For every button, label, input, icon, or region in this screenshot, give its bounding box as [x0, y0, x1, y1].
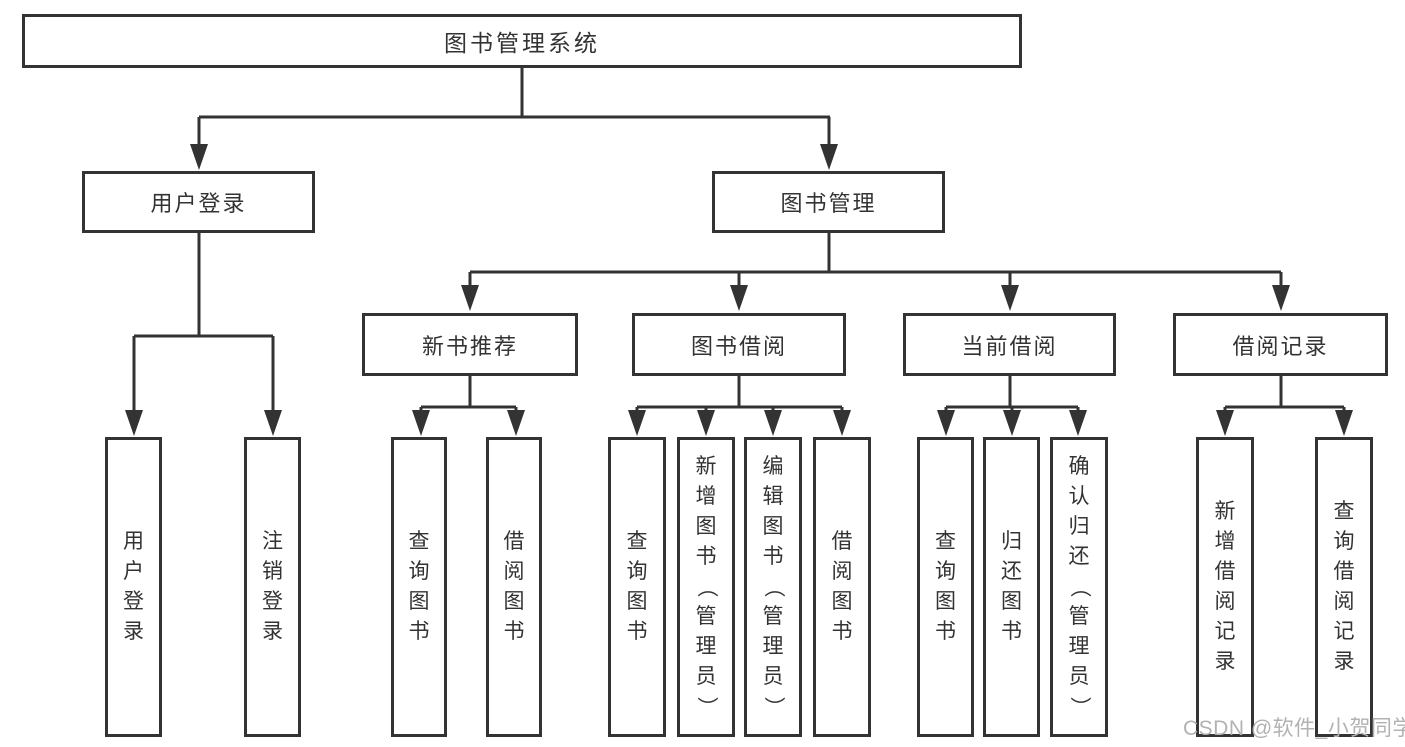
leaf-query-books-recommend: 查询图书: [391, 437, 447, 737]
node-current-borrowing: 当前借阅: [903, 313, 1116, 376]
connector-current-borrow-children: [937, 376, 1087, 436]
node-book-borrowing: 图书借阅: [632, 313, 846, 376]
node-root-system: 图书管理系统: [22, 14, 1022, 68]
node-current-borrowing-label: 当前借阅: [961, 333, 1058, 359]
leaf-logout-label: 注销登录: [262, 530, 283, 643]
node-book-borrowing-label: 图书借阅: [690, 333, 787, 359]
node-root-label: 图书管理系统: [444, 30, 600, 56]
leaf-query-books-borrow-label: 查询图书: [626, 530, 648, 643]
node-user-login: 用户登录: [82, 171, 315, 233]
leaf-borrow-books-label: 借阅图书: [831, 530, 853, 643]
leaf-query-books-recommend-label: 查询图书: [408, 530, 430, 643]
csdn-watermark: CSDN @软件_小贺同学: [1183, 717, 1405, 740]
leaf-borrow-books-recommend-label: 借阅图书: [503, 530, 525, 643]
leaf-borrow-books-recommend: 借阅图书: [486, 437, 542, 737]
leaf-edit-books-admin: 编辑图书（管理员）: [744, 437, 802, 737]
connector-borrow-records-children: [1216, 375, 1353, 436]
leaf-confirm-return-admin: 确认归还（管理员）: [1050, 437, 1108, 737]
node-user-login-label: 用户登录: [150, 191, 247, 216]
connector-book-management-children: [461, 233, 1290, 311]
node-book-management-label: 图书管理: [780, 191, 877, 216]
leaf-return-books-label: 归还图书: [1001, 530, 1022, 643]
leaf-add-books-admin: 新增图书（管理员）: [677, 437, 735, 737]
leaf-add-borrow-record: 新增借阅记录: [1196, 437, 1254, 737]
leaf-query-books-borrow: 查询图书: [608, 437, 666, 737]
connector-user-login-children: [125, 233, 282, 436]
connector-book-borrow-children: [628, 376, 851, 436]
node-book-management: 图书管理: [712, 171, 945, 233]
leaf-add-borrow-record-label: 新增借阅记录: [1214, 500, 1236, 673]
leaf-query-books-current: 查询图书: [917, 437, 974, 737]
node-new-book-recommendation: 新书推荐: [362, 313, 578, 376]
leaf-return-books: 归还图书: [983, 437, 1040, 737]
leaf-user-login: 用户登录: [105, 437, 162, 737]
leaf-query-borrow-record: 查询借阅记录: [1315, 437, 1373, 737]
node-borrowing-records-label: 借阅记录: [1232, 333, 1329, 359]
leaf-confirm-return-admin-label: 确认归还（管理员）: [1068, 455, 1091, 718]
leaf-edit-books-admin-label: 编辑图书（管理员）: [762, 455, 785, 718]
leaf-query-books-current-label: 查询图书: [935, 530, 956, 643]
node-new-book-recommendation-label: 新书推荐: [421, 333, 518, 359]
leaf-logout: 注销登录: [244, 437, 301, 737]
leaf-query-borrow-record-label: 查询借阅记录: [1333, 500, 1355, 673]
leaf-add-books-admin-label: 新增图书（管理员）: [695, 455, 718, 718]
connector-root-to-level2: [190, 68, 838, 170]
leaf-user-login-label: 用户登录: [123, 530, 144, 643]
leaf-borrow-books: 借阅图书: [813, 437, 871, 737]
connector-new-book-children: [412, 376, 525, 436]
node-borrowing-records: 借阅记录: [1173, 313, 1388, 376]
